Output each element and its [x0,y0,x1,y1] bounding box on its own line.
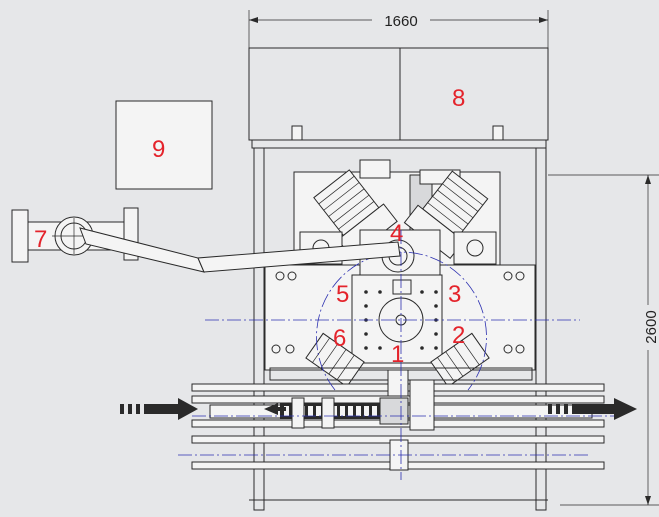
lower-right-tool [430,332,490,388]
flow-in-arrow-icon [120,398,198,420]
height-dimension-label: 2600 [643,310,659,343]
width-dimension: 1660 [248,10,549,60]
callout-7: 7 [34,226,47,253]
height-dimension: 2600 [548,174,659,506]
flow-out-arrow-icon [548,398,637,420]
callout-8: 8 [452,85,465,112]
main-frame [249,139,548,511]
cabinet-8 [248,47,549,141]
callout-4: 4 [390,220,403,247]
internal-flow-arrow-icon [264,403,286,415]
width-dimension-label: 1660 [384,13,417,30]
right-gearbox [453,231,497,265]
callout-5: 5 [336,281,349,308]
unit-9-box [115,100,213,190]
hose-7 [11,207,401,273]
callout-1: 1 [391,341,404,368]
callout-3: 3 [448,281,461,308]
lower-left-tool [305,332,365,388]
centerlines [178,230,615,480]
callout-9: 9 [152,136,165,163]
callout-2: 2 [452,322,465,349]
callout-6: 6 [333,325,346,352]
